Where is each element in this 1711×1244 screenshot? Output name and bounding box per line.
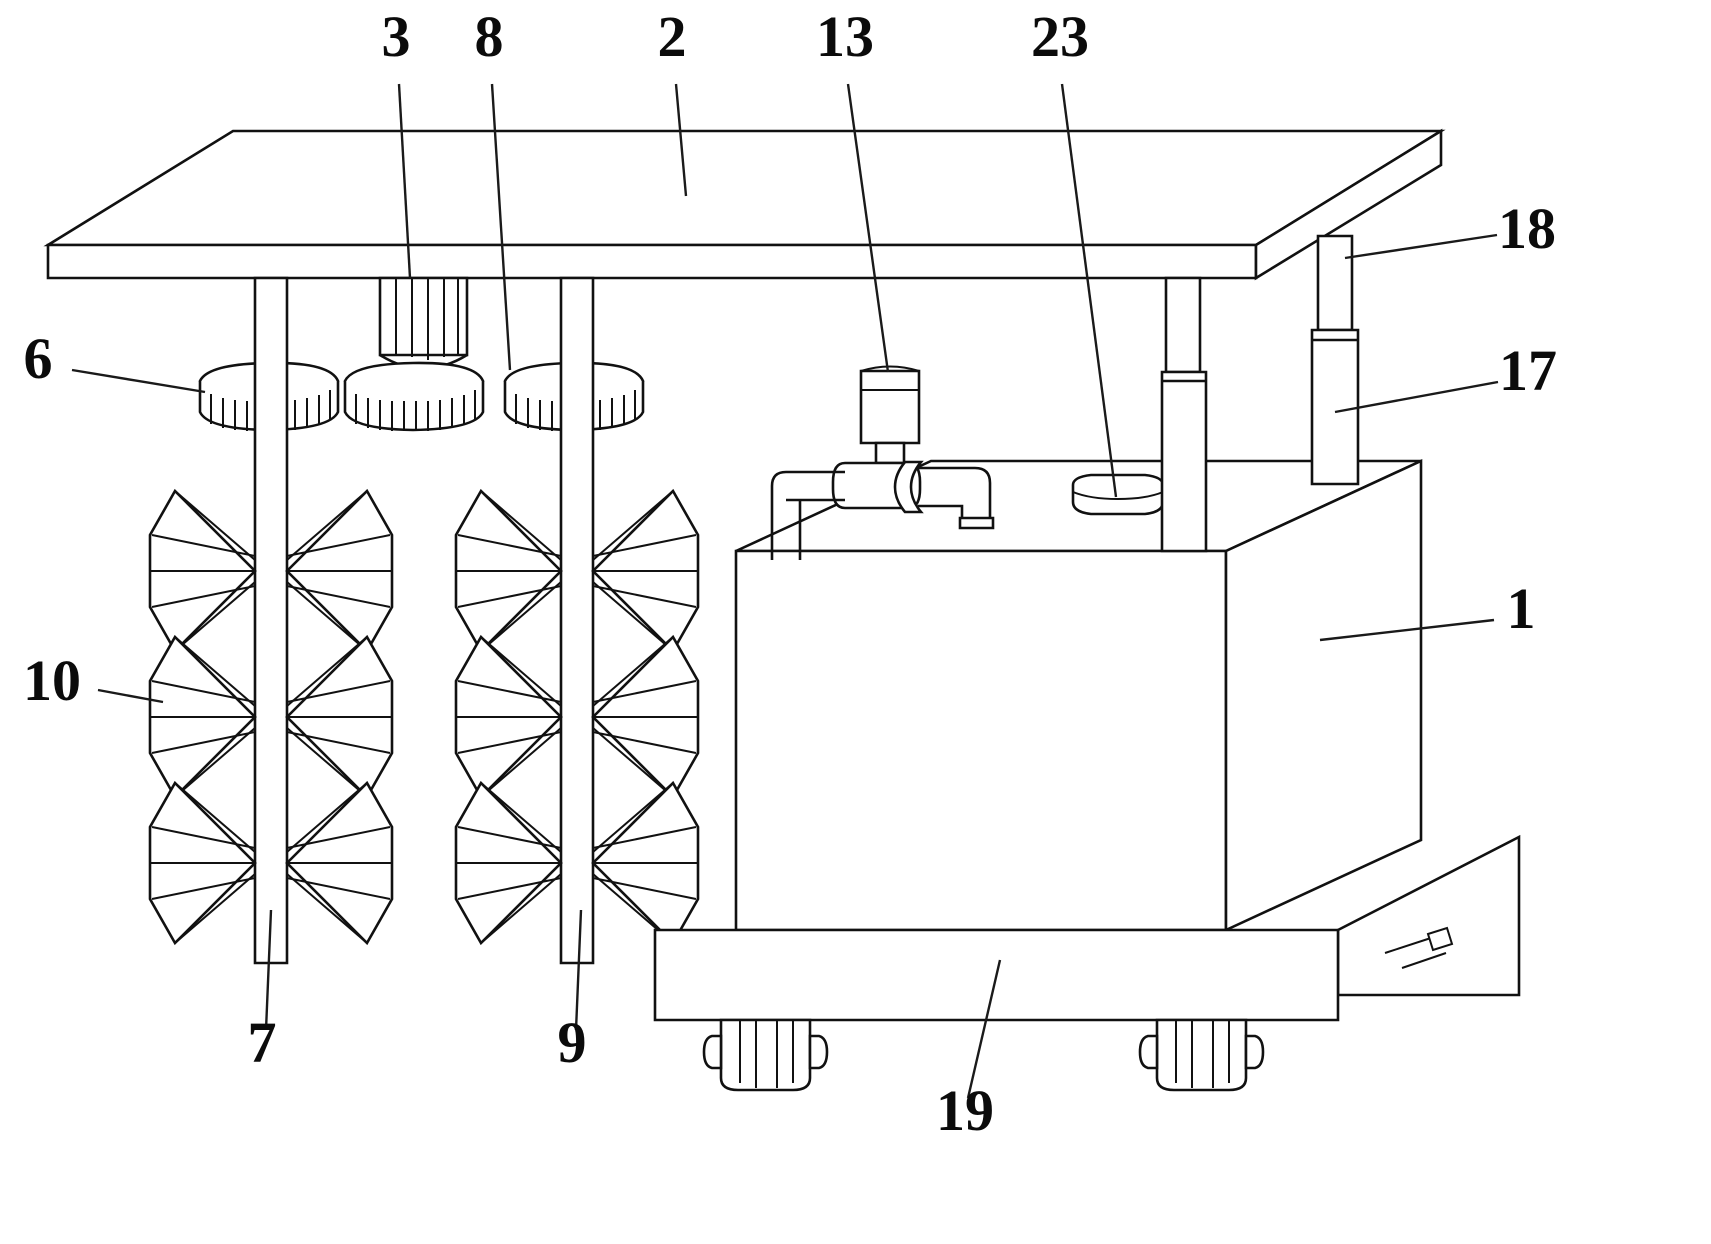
control-valve-assembly — [770, 365, 995, 560]
reference-label-18: 18 — [1498, 196, 1556, 261]
telescopic-leg-rear — [1160, 276, 1208, 553]
caster-wheel — [1138, 1018, 1265, 1092]
leader-18 — [1344, 233, 1498, 260]
reference-label-9: 9 — [558, 1010, 587, 1075]
leader-23 — [1060, 83, 1118, 498]
leader-7 — [264, 909, 273, 1031]
leader-19 — [966, 959, 1002, 1099]
first-rotating-shaft — [253, 276, 289, 965]
leader-lines — [71, 83, 1499, 1099]
water-tank-body — [734, 458, 1423, 933]
leader-8 — [490, 83, 512, 371]
reference-label-8: 8 — [475, 4, 504, 69]
second-rotating-shaft — [559, 276, 595, 965]
reference-label-6: 6 — [24, 326, 53, 391]
leader-2 — [674, 83, 688, 197]
caster-wheel — [702, 1018, 829, 1092]
leader-6 — [71, 368, 206, 394]
top-support-plate — [43, 128, 1446, 281]
reference-label-17: 17 — [1499, 338, 1557, 403]
reference-label-7: 7 — [248, 1010, 277, 1075]
leader-9 — [574, 909, 583, 1031]
leader-10 — [97, 688, 164, 704]
leader-3 — [397, 83, 412, 279]
brush-disc — [148, 488, 394, 654]
reference-label-23: 23 — [1031, 4, 1089, 69]
reference-label-1: 1 — [1507, 576, 1536, 641]
leader-13 — [846, 83, 890, 373]
base-hatch-marks — [1384, 935, 1447, 969]
gear-middle — [343, 361, 485, 432]
brush-disc — [148, 634, 394, 800]
leader-1 — [1319, 618, 1495, 642]
brush-disc — [454, 488, 700, 654]
brush-disc — [148, 780, 394, 946]
reference-label-2: 2 — [658, 4, 687, 69]
filler-cap — [1071, 473, 1165, 516]
reference-numerals: 3 8 2 13 23 18 6 17 1 10 7 9 19 — [23, 4, 1557, 1143]
cleaning-brush-assembly — [148, 488, 700, 946]
reference-label-10: 10 — [23, 648, 81, 713]
leader-17 — [1334, 380, 1499, 414]
brush-disc — [454, 634, 700, 800]
motor-ribs — [395, 278, 459, 360]
reference-label-19: 19 — [936, 1078, 994, 1143]
reference-label-3: 3 — [382, 4, 411, 69]
reference-label-13: 13 — [816, 4, 874, 69]
telescopic-leg-front — [1310, 234, 1360, 486]
